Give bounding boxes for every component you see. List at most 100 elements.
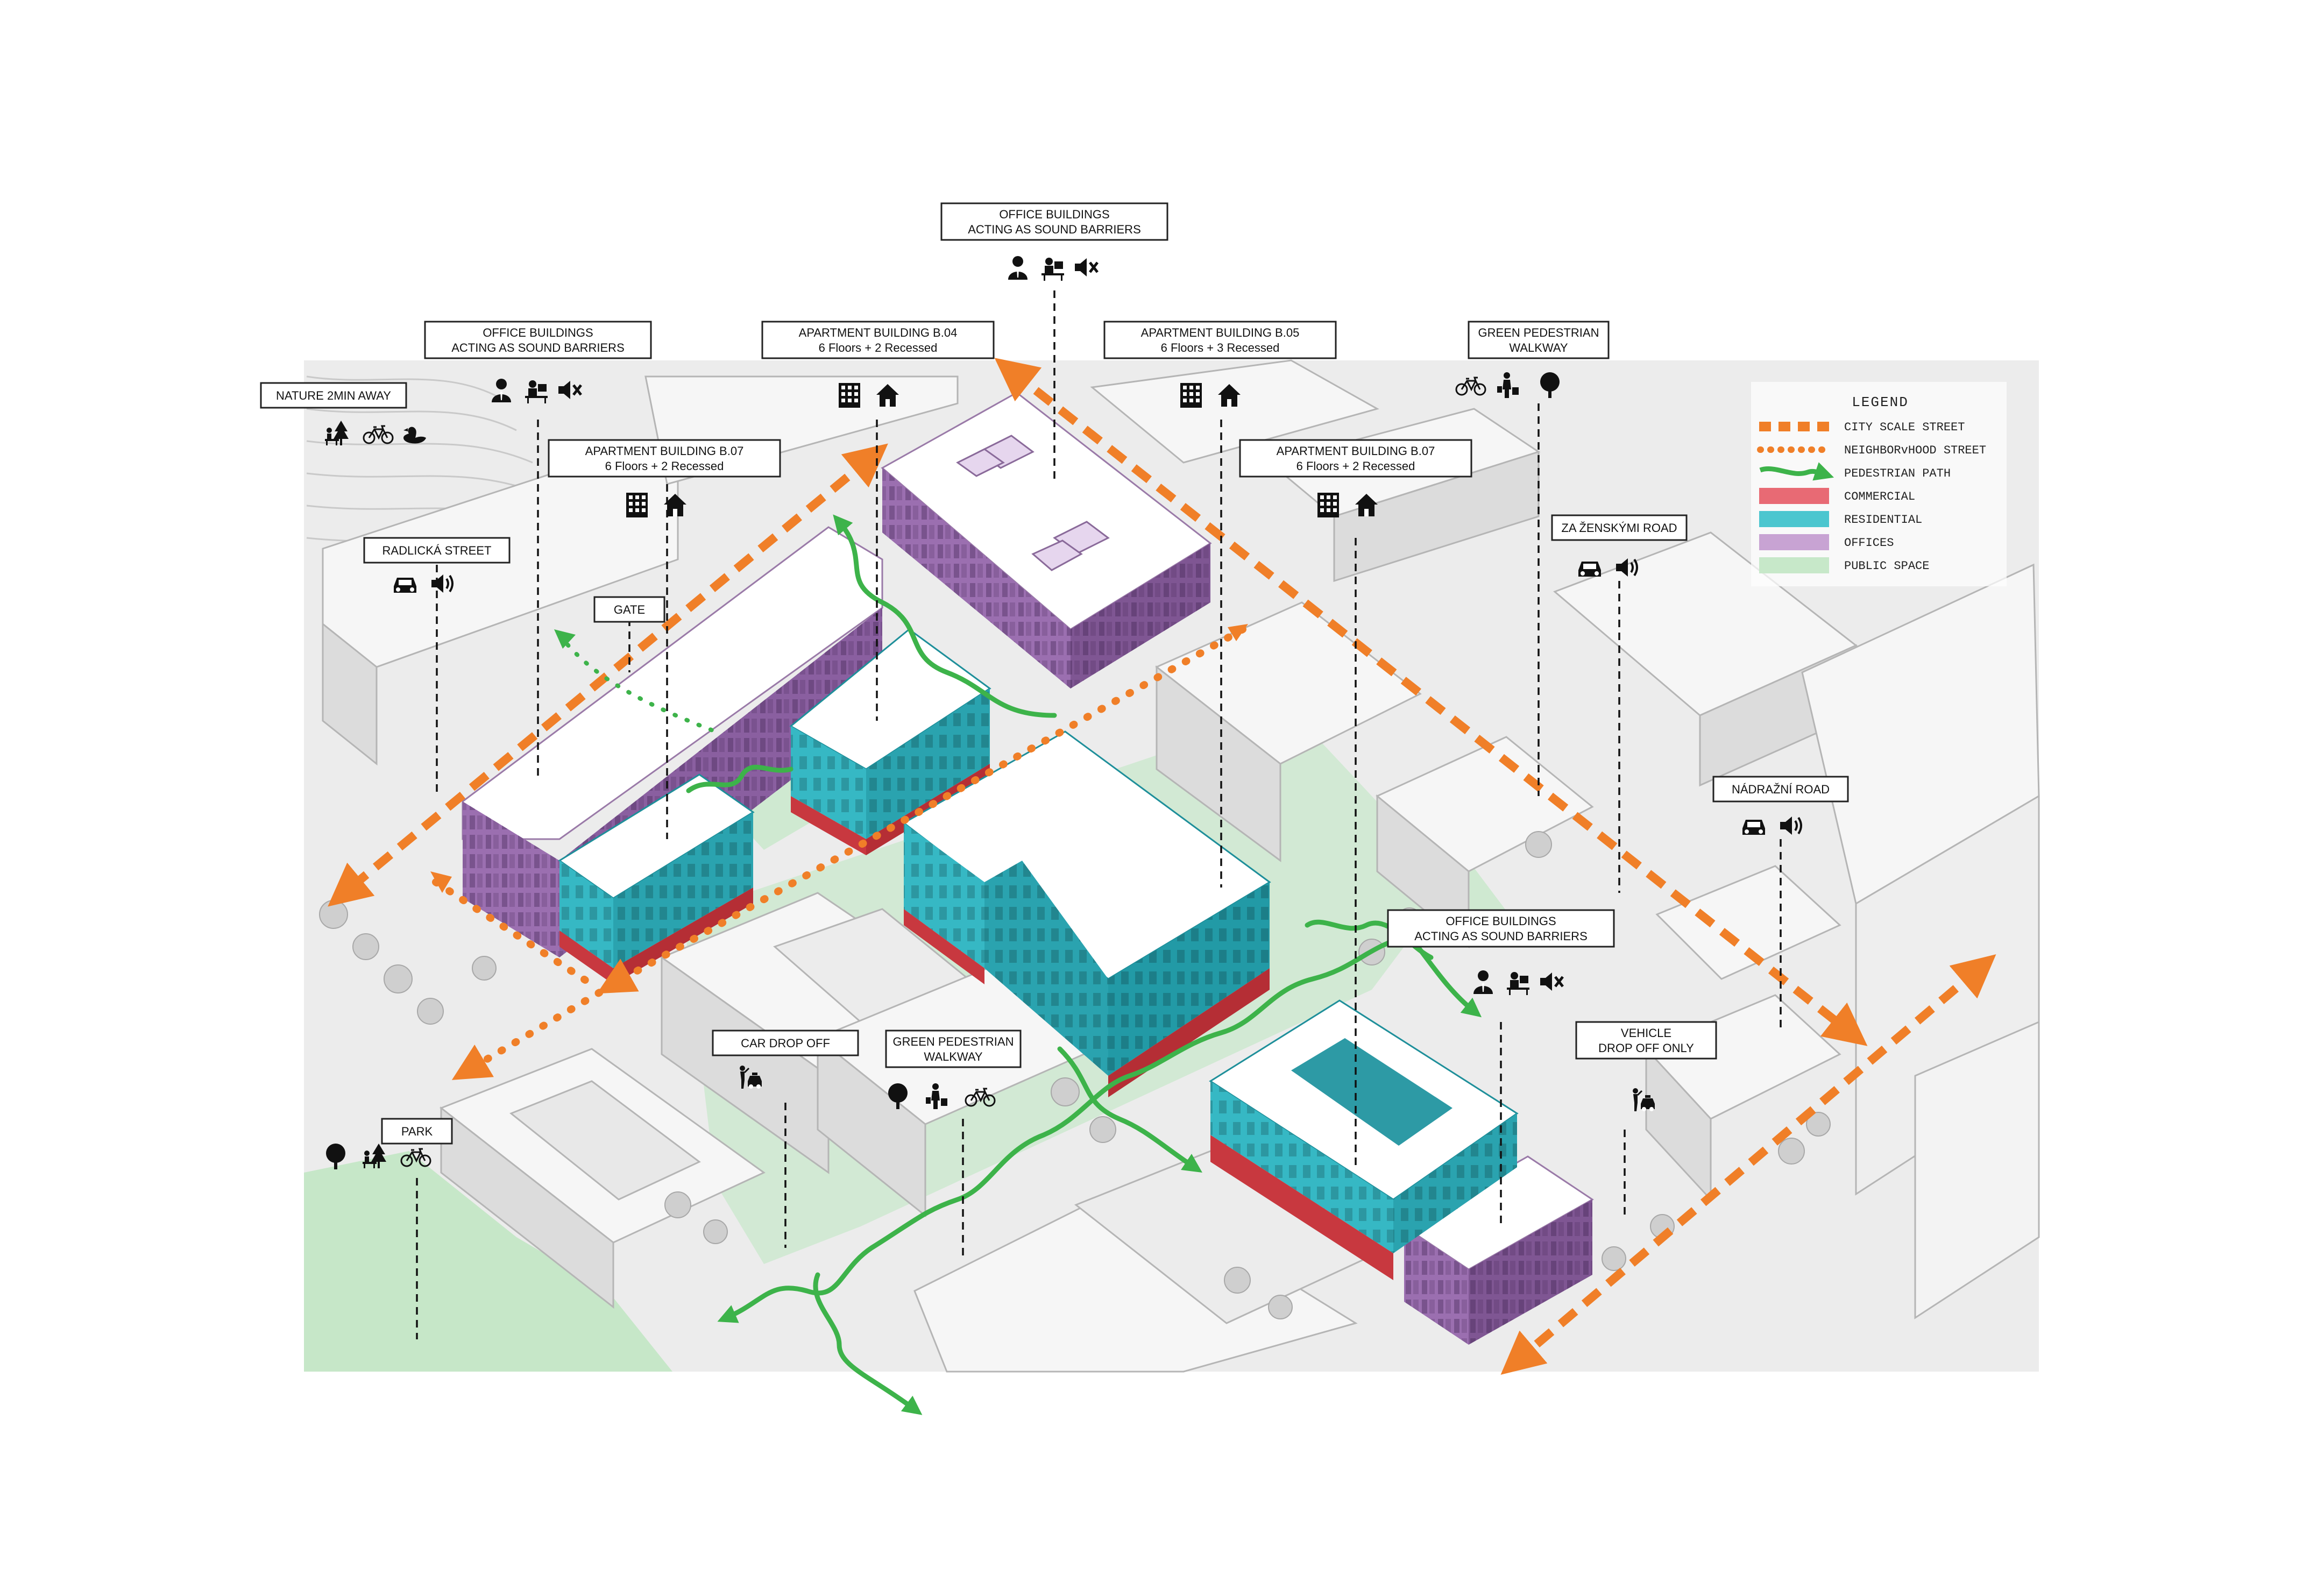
neighborhood-streets <box>432 626 1246 1080</box>
sound-loud-icon <box>431 574 454 593</box>
callout-box <box>1103 321 1337 359</box>
callout-park: PARK <box>326 1118 453 1169</box>
gate-arrow-head <box>554 629 576 649</box>
tree-icon <box>326 1144 345 1169</box>
callout-title: GREEN PEDESTRIAN <box>1478 326 1599 339</box>
taxi-icon <box>1633 1088 1655 1111</box>
callout-box <box>363 537 511 564</box>
callout-car-drop: CAR DROP OFF <box>712 1030 859 1089</box>
bicycle-icon <box>965 1088 996 1107</box>
callout-za-zenskymi: ZA ŽENSKÝMI ROAD <box>1551 514 1688 577</box>
callout-subtitle: 6 Floors + 2 Recessed <box>605 459 724 473</box>
callout-box <box>885 1030 1022 1068</box>
bicycle-icon <box>363 425 394 444</box>
callout-nadrazni: NÁDRAŽNÍ ROAD <box>1712 776 1849 835</box>
callout-apt-b04: APARTMENT BUILDING B.046 Floors + 2 Rece… <box>761 321 995 408</box>
callout-title: OFFICE BUILDINGS <box>999 208 1109 221</box>
neighborhood-arrowheads <box>430 624 1248 893</box>
legend-label: PUBLIC SPACE <box>1844 559 1929 573</box>
callout-box <box>1387 909 1615 948</box>
callout-nature: NATURE 2MIN AWAY <box>260 382 426 445</box>
callout-box <box>260 382 407 409</box>
residential-building-b07-right <box>1209 999 1519 1280</box>
legend-label: COMMERCIAL <box>1844 490 1915 503</box>
callout-subtitle: WALKWAY <box>1509 341 1568 354</box>
duck-icon <box>403 427 426 444</box>
callout-title: ZA ŽENSKÝMI ROAD <box>1561 521 1677 535</box>
callout-title: RADLICKÁ STREET <box>382 544 492 557</box>
bicycle-icon <box>1455 377 1486 396</box>
city-scale-streets <box>328 358 1996 1375</box>
callout-subtitle: WALKWAY <box>924 1050 983 1063</box>
callout-box <box>381 1118 453 1145</box>
legend-label: OFFICES <box>1844 536 1894 550</box>
callout-title: OFFICE BUILDINGS <box>483 326 593 339</box>
shopper-icon <box>926 1083 947 1109</box>
callout-green-walk-bottom: GREEN PEDESTRIAN WALKWAY <box>885 1030 1022 1109</box>
sound-muted-icon <box>1540 972 1564 991</box>
callout-box <box>1575 1021 1717 1060</box>
apartment-block-icon <box>839 383 860 408</box>
callout-box <box>1468 321 1610 359</box>
callout-green-walk-top: GREEN PEDESTRIAN WALKWAY <box>1455 321 1610 398</box>
callout-title: PARK <box>401 1125 433 1138</box>
callout-title: APARTMENT BUILDING B.05 <box>1141 326 1300 339</box>
bicycle-icon <box>400 1148 431 1167</box>
callout-title: CAR DROP OFF <box>741 1037 830 1050</box>
callout-title: APARTMENT BUILDING B.07 <box>585 444 744 458</box>
tree-icon <box>1540 372 1560 398</box>
legend-item-pedestrian-path: PEDESTRIAN PATH <box>1759 462 1951 481</box>
house-icon <box>664 494 686 516</box>
callout-subtitle: DROP OFF ONLY <box>1598 1041 1694 1055</box>
callout-apt-b07-left: APARTMENT BUILDING B.076 Floors + 2 Rece… <box>548 439 781 517</box>
callout-radlicka: RADLICKÁ STREET <box>363 537 511 593</box>
callout-subtitle: ACTING AS SOUND BARRIERS <box>1414 929 1588 943</box>
gate-path <box>557 633 718 734</box>
callout-box <box>1551 514 1688 541</box>
car-icon <box>1578 562 1601 577</box>
callout-title: GREEN PEDESTRIAN <box>893 1035 1014 1048</box>
callout-box <box>548 439 781 478</box>
callout-subtitle: ACTING AS SOUND BARRIERS <box>451 341 625 354</box>
callout-title: APARTMENT BUILDING B.04 <box>799 326 958 339</box>
sound-loud-icon <box>1616 558 1638 577</box>
desk-worker-icon <box>1507 972 1529 995</box>
legend-item-offices: OFFICES <box>1759 534 1894 550</box>
legend-label: CITY SCALE STREET <box>1844 421 1965 434</box>
callout-title: VEHICLE <box>1621 1026 1671 1040</box>
callout-box <box>761 321 995 359</box>
picnic-icon <box>363 1144 386 1168</box>
office-worker-icon <box>1473 970 1493 994</box>
callout-title: NÁDRAŽNÍ ROAD <box>1732 783 1830 796</box>
office-worker-icon <box>1008 256 1028 280</box>
callout-title: OFFICE BUILDINGS <box>1446 914 1556 928</box>
sound-muted-icon <box>558 381 582 399</box>
legend-item-neighborvhood-street: NEIGHBORvHOOD STREET <box>1757 444 1986 457</box>
desk-worker-icon <box>525 380 548 403</box>
legend-items: CITY SCALE STREET NEIGHBORvHOOD STREET PED… <box>1757 421 1986 573</box>
legend-item-city-scale-street: CITY SCALE STREET <box>1759 421 1965 434</box>
callout-box <box>1239 439 1472 478</box>
sound-muted-icon <box>1075 258 1099 276</box>
legend-item-commercial: COMMERCIAL <box>1759 488 1915 504</box>
apartment-block-icon <box>1317 493 1339 517</box>
callout-office-left: OFFICE BUILDINGS ACTING AS SOUND BARRIERS <box>424 321 652 403</box>
legend-item-public-space: PUBLIC SPACE <box>1759 557 1929 573</box>
callout-box <box>593 596 665 623</box>
house-icon <box>1355 494 1378 516</box>
picnic-icon <box>325 421 349 445</box>
leader-lines <box>416 290 1782 1339</box>
pedestrian-paths <box>686 514 1482 1415</box>
tree-icon <box>888 1083 908 1109</box>
legend-label: RESIDENTIAL <box>1844 513 1922 527</box>
callout-box <box>712 1030 859 1056</box>
legend-label: NEIGHBORvHOOD STREET <box>1844 444 1986 457</box>
callout-box <box>940 202 1168 241</box>
callout-gate: GATE <box>593 596 665 623</box>
